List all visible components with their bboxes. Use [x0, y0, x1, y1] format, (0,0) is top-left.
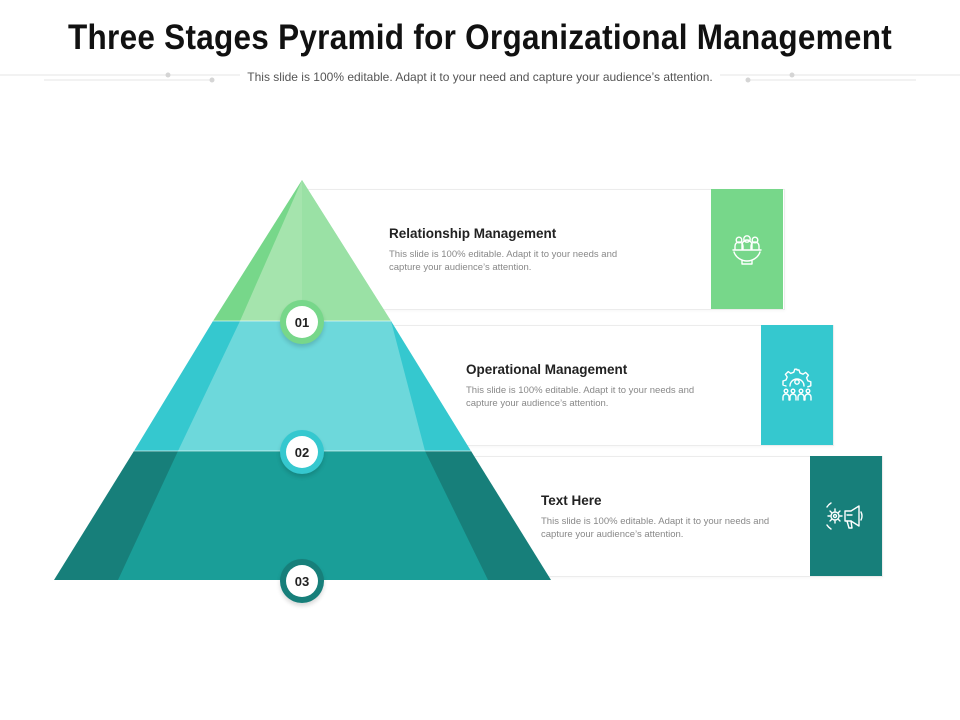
stage-badge-2: 02: [280, 430, 324, 474]
stage-card-1: [300, 189, 785, 310]
stage-number-2: 02: [286, 436, 318, 468]
megaphone-gear-icon: [826, 502, 863, 530]
pyramid-tier-1-face: [302, 180, 391, 321]
page-title: Three Stages Pyramid for Organizational …: [68, 18, 892, 57]
stage-description-2: This slide is 100% editable. Adapt it to…: [466, 385, 695, 409]
stage-card-2: [380, 325, 834, 446]
stage-icon-box-3: [810, 456, 882, 576]
stage-icon-box-1: [711, 189, 783, 309]
stage-title-3: Text Here: [541, 493, 602, 508]
stage-badge-1: 01: [280, 300, 324, 344]
stage-title-1: Relationship Management: [389, 226, 557, 241]
stage-title-2: Operational Management: [466, 362, 628, 377]
stage-badge-3: 03: [280, 559, 324, 603]
stage-description-1: This slide is 100% editable. Adapt it to…: [389, 249, 618, 273]
pyramid-tier-1-face-left: [240, 180, 302, 321]
stage-icon-box-2: [761, 325, 833, 445]
stage-number-3: 03: [286, 565, 318, 597]
header-decoration: [0, 72, 960, 83]
stage-number-1: 01: [286, 306, 318, 338]
pyramid-tier-2-face: [178, 321, 425, 451]
pyramid-tier-3-face: [118, 451, 488, 580]
page-subtitle: This slide is 100% editable. Adapt it to…: [247, 70, 713, 84]
team-hands-icon: [732, 235, 762, 265]
stage-description-3: This slide is 100% editable. Adapt it to…: [541, 516, 770, 540]
gear-people-icon: [782, 368, 812, 401]
